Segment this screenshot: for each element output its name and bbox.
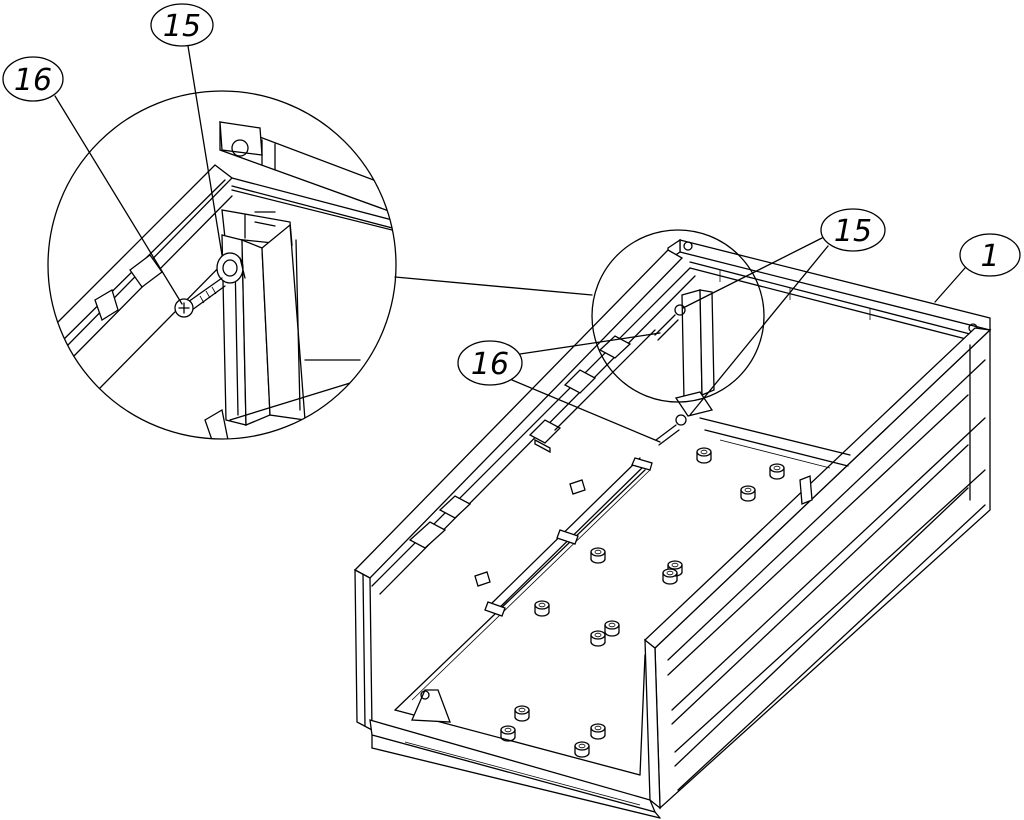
svg-text:1: 1	[980, 239, 999, 274]
svg-text:16: 16	[471, 347, 509, 382]
svg-text:15: 15	[163, 9, 201, 44]
callout-16-main: 16	[457, 332, 661, 443]
callout-16-detail: 16	[2, 56, 183, 305]
detail-view	[47, 90, 397, 440]
washer-screw-part	[216, 252, 246, 284]
svg-text:15: 15	[834, 214, 872, 249]
enclosure-body	[353, 238, 992, 819]
detail-connector-line	[394, 276, 593, 296]
callout-15-main: 15	[682, 208, 886, 416]
callout-1-main: 1	[934, 233, 1021, 303]
phillips-screw-part	[174, 277, 226, 318]
callout-15-detail: 15	[150, 3, 223, 256]
detail-marker-circle	[591, 229, 765, 403]
svg-text:16: 16	[14, 63, 52, 98]
standoffs	[500, 447, 785, 758]
